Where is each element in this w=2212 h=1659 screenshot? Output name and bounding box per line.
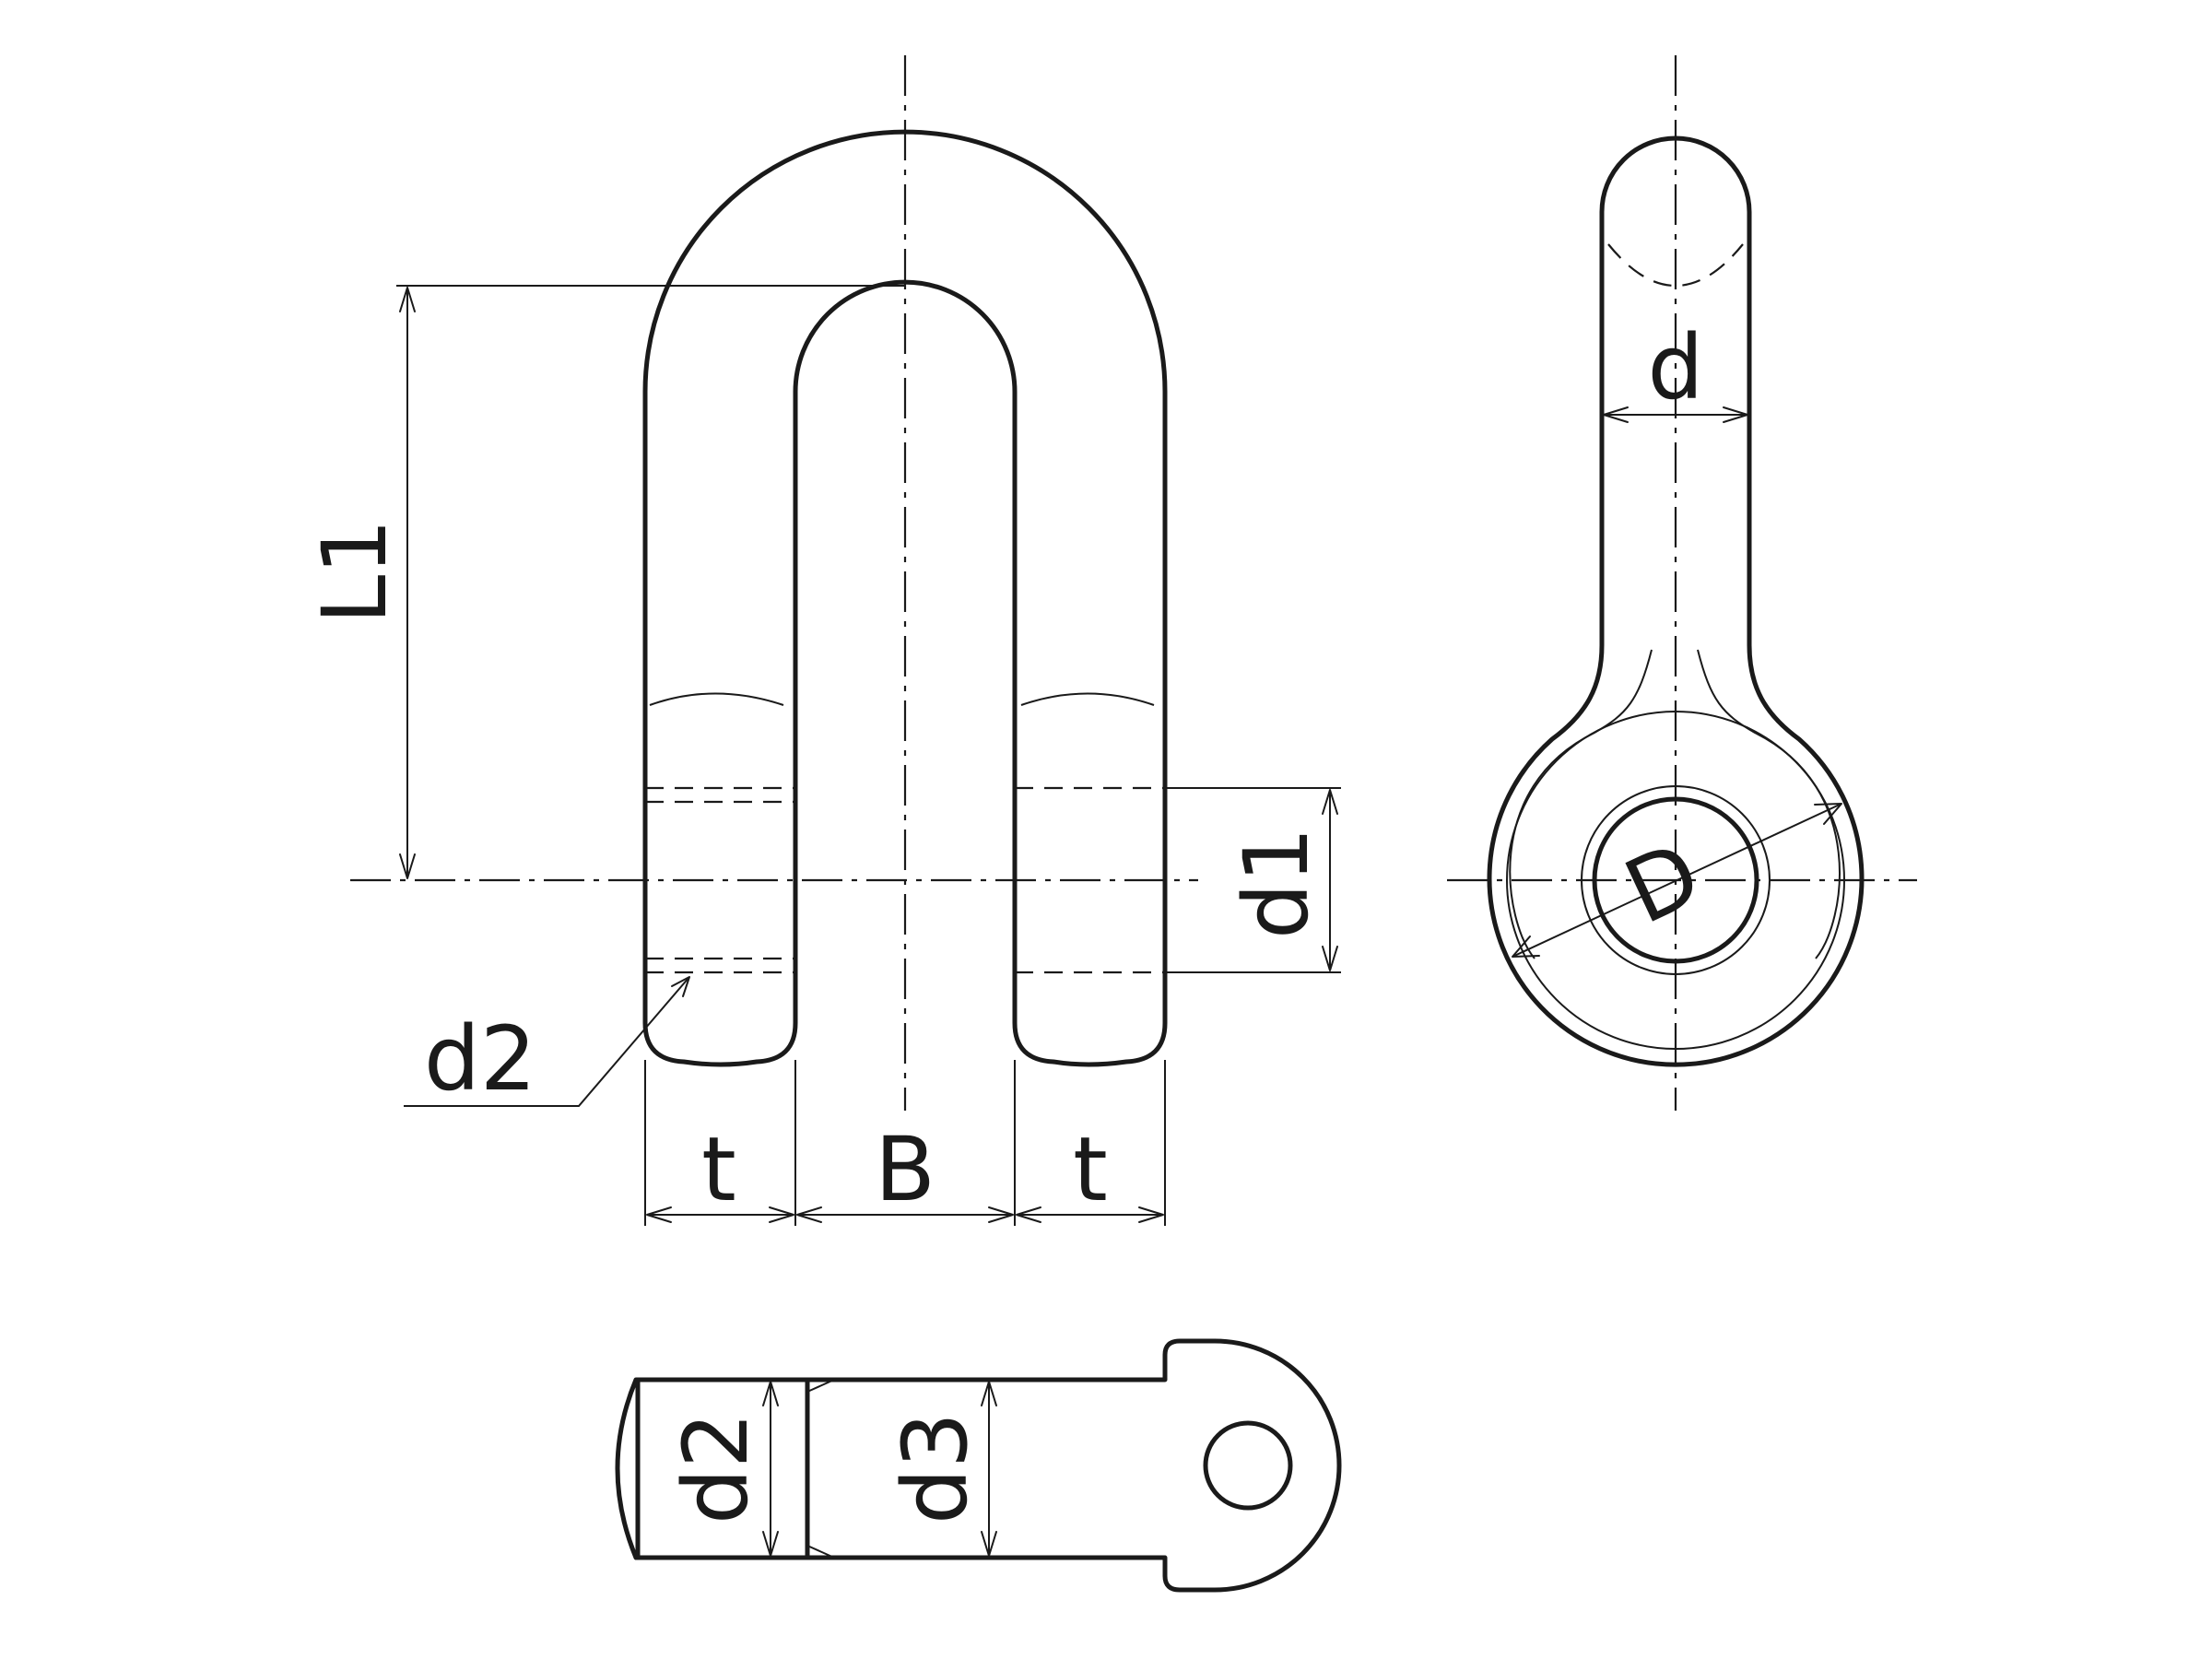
arrowhead (988, 1206, 1014, 1223)
pin-outline (615, 1338, 1342, 1593)
arrowhead (762, 1531, 779, 1557)
d2-label: d2 (424, 1007, 536, 1111)
t-right-label: t (1073, 1118, 1108, 1221)
t-left-label: t (701, 1118, 736, 1221)
side-body-outline (1487, 135, 1865, 1067)
arrowhead (796, 1206, 822, 1223)
d-label: d (1648, 316, 1704, 419)
d1-label: d1 (1225, 827, 1328, 939)
arrowhead (762, 1381, 779, 1406)
pin-thread-taper (806, 1545, 835, 1559)
arrowhead (769, 1206, 794, 1223)
d3-label: d3 (884, 1412, 987, 1524)
d2-leader-line (404, 976, 690, 1107)
arrowhead (981, 1531, 997, 1557)
eye-boss-arc (649, 692, 784, 706)
pin-view: d2 d3 (615, 1338, 1342, 1593)
arrowhead (399, 287, 416, 312)
arrowhead (646, 1206, 672, 1223)
b-label: B (875, 1118, 935, 1221)
arrowhead (1814, 803, 1842, 825)
l1-label: L1 (303, 519, 406, 625)
shackle-body-outline (642, 129, 1168, 1067)
arrowhead (1138, 1206, 1164, 1223)
eye-boss-arc (1020, 692, 1155, 706)
arrowhead (1723, 406, 1748, 423)
pin-thread-taper (806, 1379, 835, 1393)
pin-eye-hole (1203, 1420, 1293, 1511)
arrowhead (1603, 406, 1629, 423)
arrowhead (1322, 946, 1338, 971)
arrowhead (671, 976, 690, 997)
diameter-dimension-line (1512, 803, 1842, 958)
side-view: d D (1447, 55, 1917, 1111)
d2-pin-label: d2 (665, 1412, 768, 1524)
arrowhead (399, 853, 416, 879)
diameter-label: D (1610, 822, 1715, 945)
arrowhead (1512, 935, 1540, 958)
arrowhead (1322, 789, 1338, 815)
side-fillet-curve (1509, 649, 1653, 959)
arrowhead (1016, 1206, 1041, 1223)
arrowhead (981, 1381, 997, 1406)
front-view: L1 d1 d2 t B t (303, 55, 1341, 1226)
